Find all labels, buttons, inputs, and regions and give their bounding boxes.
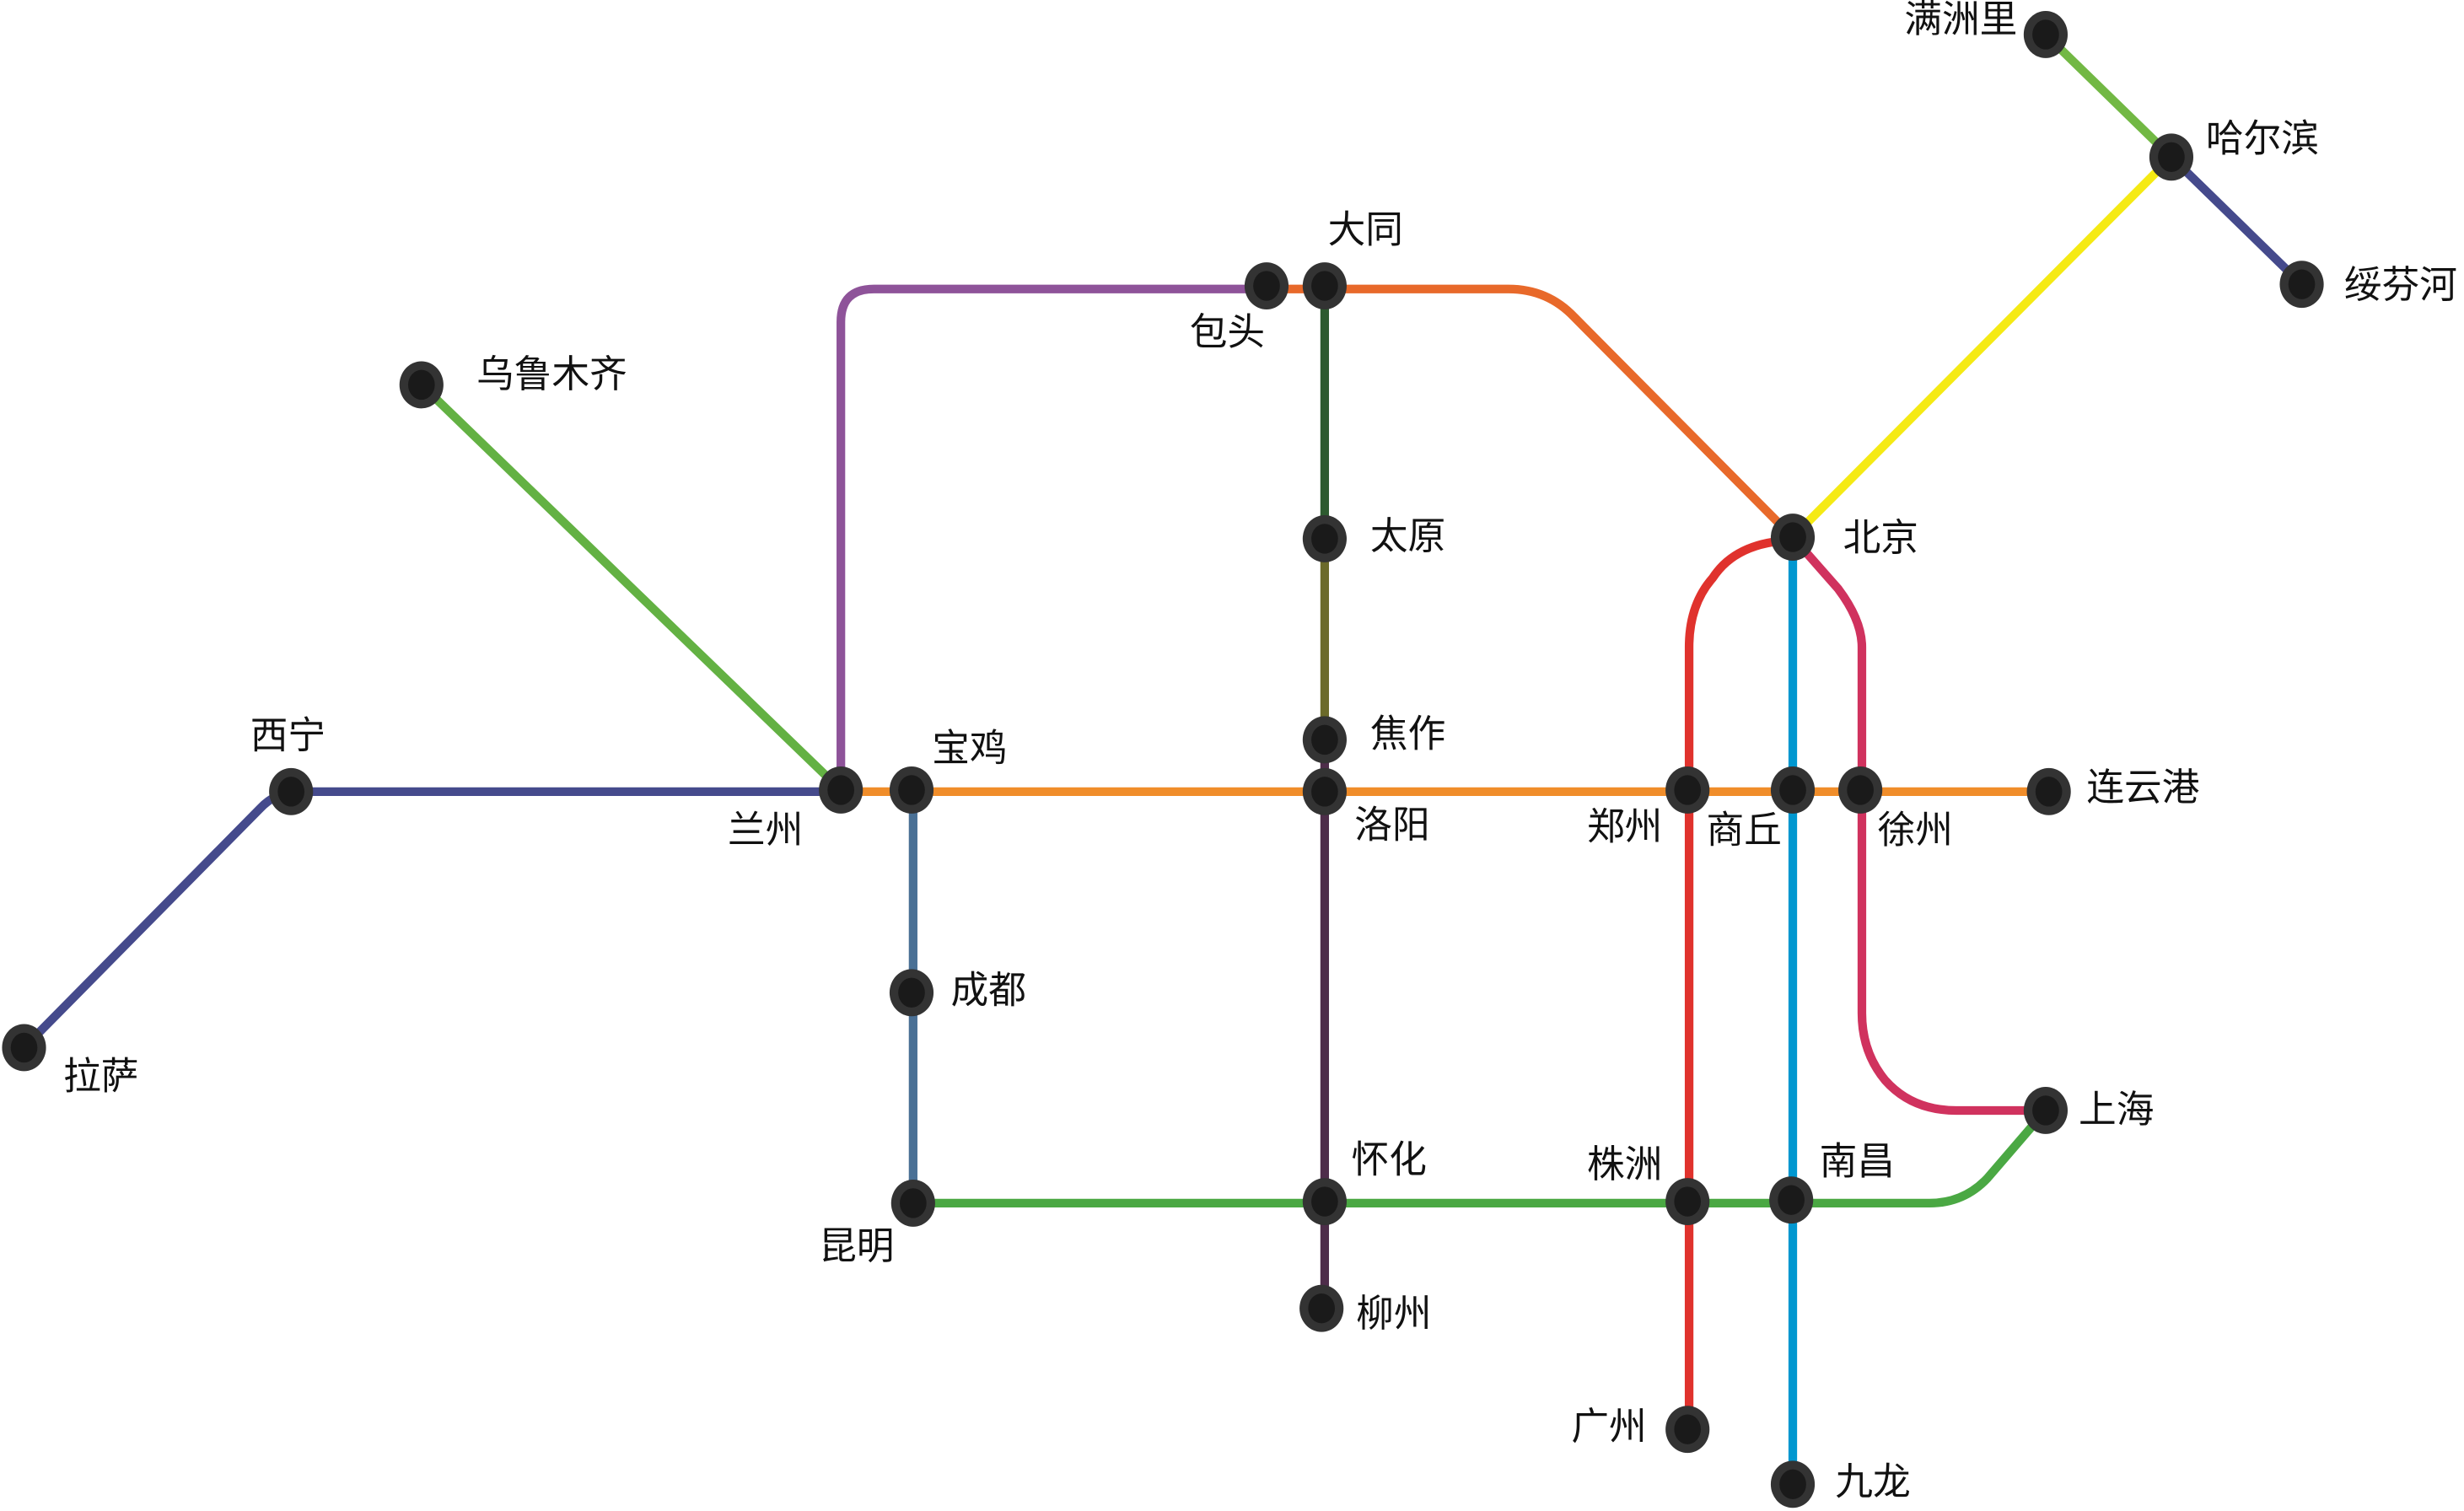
station-label: 西宁 xyxy=(250,714,325,758)
station-label: 上海 xyxy=(2079,1088,2154,1132)
station-marker-core xyxy=(900,1188,927,1218)
station-label: 宝鸡 xyxy=(932,726,1007,770)
station-marker-core xyxy=(1253,271,1280,301)
station-lianyungang[interactable]: 连云港 xyxy=(2026,766,2200,815)
station-marker-core xyxy=(2158,142,2185,172)
station-label: 成都 xyxy=(951,968,1026,1012)
station-marker-core xyxy=(1847,775,1874,805)
station-zhuzhou[interactable]: 株洲 xyxy=(1587,1143,1710,1225)
station-marker-core xyxy=(1779,1469,1806,1500)
station-marker-core xyxy=(1674,1186,1702,1217)
station-label: 商丘 xyxy=(1707,808,1782,852)
station-suifenhe[interactable]: 绥芬河 xyxy=(2279,261,2457,309)
station-label: 广州 xyxy=(1571,1405,1646,1449)
station-liuzhou[interactable]: 柳州 xyxy=(1299,1284,1432,1336)
station-taiyuan[interactable]: 太原 xyxy=(1302,514,1445,562)
station-marker-core xyxy=(1311,777,1338,807)
station-marker-core xyxy=(1311,1186,1338,1217)
station-label: 乌鲁木齐 xyxy=(476,352,627,396)
station-label: 株洲 xyxy=(1587,1143,1662,1186)
station-marker-core xyxy=(1779,522,1806,552)
station-marker-core xyxy=(1311,524,1338,554)
station-shanghai[interactable]: 上海 xyxy=(2023,1087,2155,1134)
station-chengdu[interactable]: 成都 xyxy=(889,968,1026,1017)
line-datong-beijing xyxy=(1262,284,1798,542)
station-luoyang[interactable]: 洛阳 xyxy=(1302,767,1430,847)
station-marker-core xyxy=(277,777,305,807)
station-lanzhou[interactable]: 兰州 xyxy=(728,766,863,852)
station-marker-core xyxy=(1674,1414,1702,1444)
station-marker-core xyxy=(1311,724,1338,756)
station-huaihua[interactable]: 怀化 xyxy=(1302,1137,1427,1225)
station-marker-core xyxy=(1779,775,1806,805)
station-nanchang[interactable]: 南昌 xyxy=(1769,1139,1895,1224)
station-label: 徐州 xyxy=(1878,808,1953,852)
line-haerbin-suifenhe xyxy=(2166,153,2306,289)
station-label: 满洲里 xyxy=(1904,0,2017,41)
line-manzhouli-haerbin xyxy=(2041,30,2176,162)
station-label: 南昌 xyxy=(1820,1139,1895,1183)
station-marker-core xyxy=(1674,775,1702,805)
station-label: 大同 xyxy=(1328,208,1403,252)
station-baoji[interactable]: 宝鸡 xyxy=(889,726,1008,814)
station-xuzhou[interactable]: 徐州 xyxy=(1838,766,1953,852)
station-marker-core xyxy=(898,775,925,805)
line-lasa-lanzhou xyxy=(19,787,846,1052)
station-label: 拉萨 xyxy=(63,1055,138,1099)
station-marker-core xyxy=(827,775,854,805)
station-label: 包头 xyxy=(1190,310,1265,354)
station-beijing[interactable]: 北京 xyxy=(1770,514,1918,562)
station-marker-core xyxy=(2288,269,2316,299)
station-label: 北京 xyxy=(1843,516,1918,560)
station-label: 连云港 xyxy=(2086,766,2199,809)
station-xining[interactable]: 西宁 xyxy=(250,714,325,815)
station-label: 焦作 xyxy=(1370,712,1445,756)
station-guangzhou[interactable]: 广州 xyxy=(1571,1405,1710,1454)
line-beijing-haerbin xyxy=(1788,153,2176,542)
station-marker-core xyxy=(2035,777,2063,807)
station-shangqiu[interactable]: 商丘 xyxy=(1707,766,1816,852)
station-marker-core xyxy=(898,977,925,1008)
line-lanzhou-baotou xyxy=(837,284,1272,795)
line-kunming-shanghai xyxy=(908,1105,2051,1208)
station-label: 绥芬河 xyxy=(2344,263,2457,307)
station-datong[interactable]: 大同 xyxy=(1302,208,1403,309)
station-manzhouli[interactable]: 满洲里 xyxy=(1904,0,2069,58)
line-wulumuqi-lanzhou xyxy=(417,380,846,795)
line-beijing-guangzhou xyxy=(1684,535,1798,1434)
rail-lines xyxy=(19,30,2306,1489)
station-marker-core xyxy=(1308,1293,1336,1324)
station-label: 哈尔滨 xyxy=(2206,117,2319,161)
station-label: 太原 xyxy=(1370,514,1445,558)
station-wulumuqi[interactable]: 乌鲁木齐 xyxy=(399,352,627,409)
station-label: 怀化 xyxy=(1352,1137,1427,1181)
station-jiulong[interactable]: 九龙 xyxy=(1770,1460,1911,1508)
station-zhengzhou[interactable]: 郑州 xyxy=(1587,766,1710,849)
station-label: 九龙 xyxy=(1835,1460,1910,1503)
station-jiaozuo[interactable]: 焦作 xyxy=(1302,712,1445,764)
station-label: 兰州 xyxy=(728,808,803,852)
station-kunming[interactable]: 昆明 xyxy=(819,1179,935,1268)
station-label: 昆明 xyxy=(819,1224,894,1268)
station-marker-core xyxy=(2032,19,2059,50)
station-marker-core xyxy=(10,1032,38,1063)
station-label: 洛阳 xyxy=(1354,804,1429,847)
line-beijing-shanghai xyxy=(1788,532,2051,1116)
station-label: 郑州 xyxy=(1587,805,1662,849)
station-label: 柳州 xyxy=(1356,1292,1431,1336)
station-haerbin[interactable]: 哈尔滨 xyxy=(2149,117,2319,181)
station-marker-core xyxy=(1778,1185,1805,1215)
station-marker-core xyxy=(1311,271,1338,301)
station-marker-core xyxy=(2032,1095,2059,1126)
station-baotou[interactable]: 包头 xyxy=(1190,262,1289,354)
station-marker-core xyxy=(407,369,435,401)
station-lasa[interactable]: 拉萨 xyxy=(2,1024,138,1099)
